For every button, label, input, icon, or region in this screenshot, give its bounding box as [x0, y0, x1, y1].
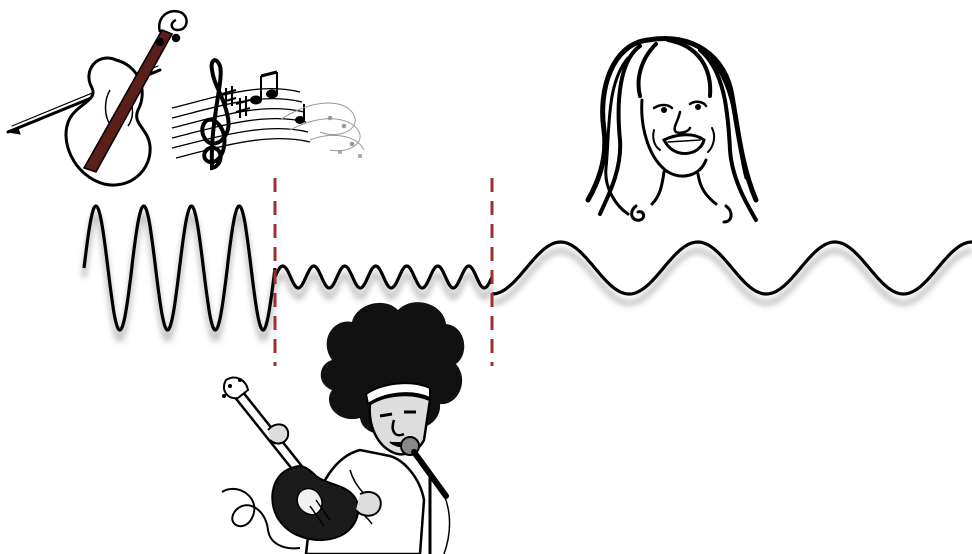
violin-and-music-notes-icon: [8, 11, 364, 185]
woman-caricature-icon: [588, 38, 756, 222]
waveform-segment-high-frequency-large-amplitude: [84, 206, 275, 330]
guitarist-singer-caricature-icon: [222, 302, 464, 554]
music-notes-icon: [251, 72, 304, 123]
waveform-shadow: [84, 215, 972, 339]
fading-notes: [280, 103, 364, 158]
violin-scroll: [157, 11, 187, 45]
treble-clef-icon: [202, 60, 228, 168]
